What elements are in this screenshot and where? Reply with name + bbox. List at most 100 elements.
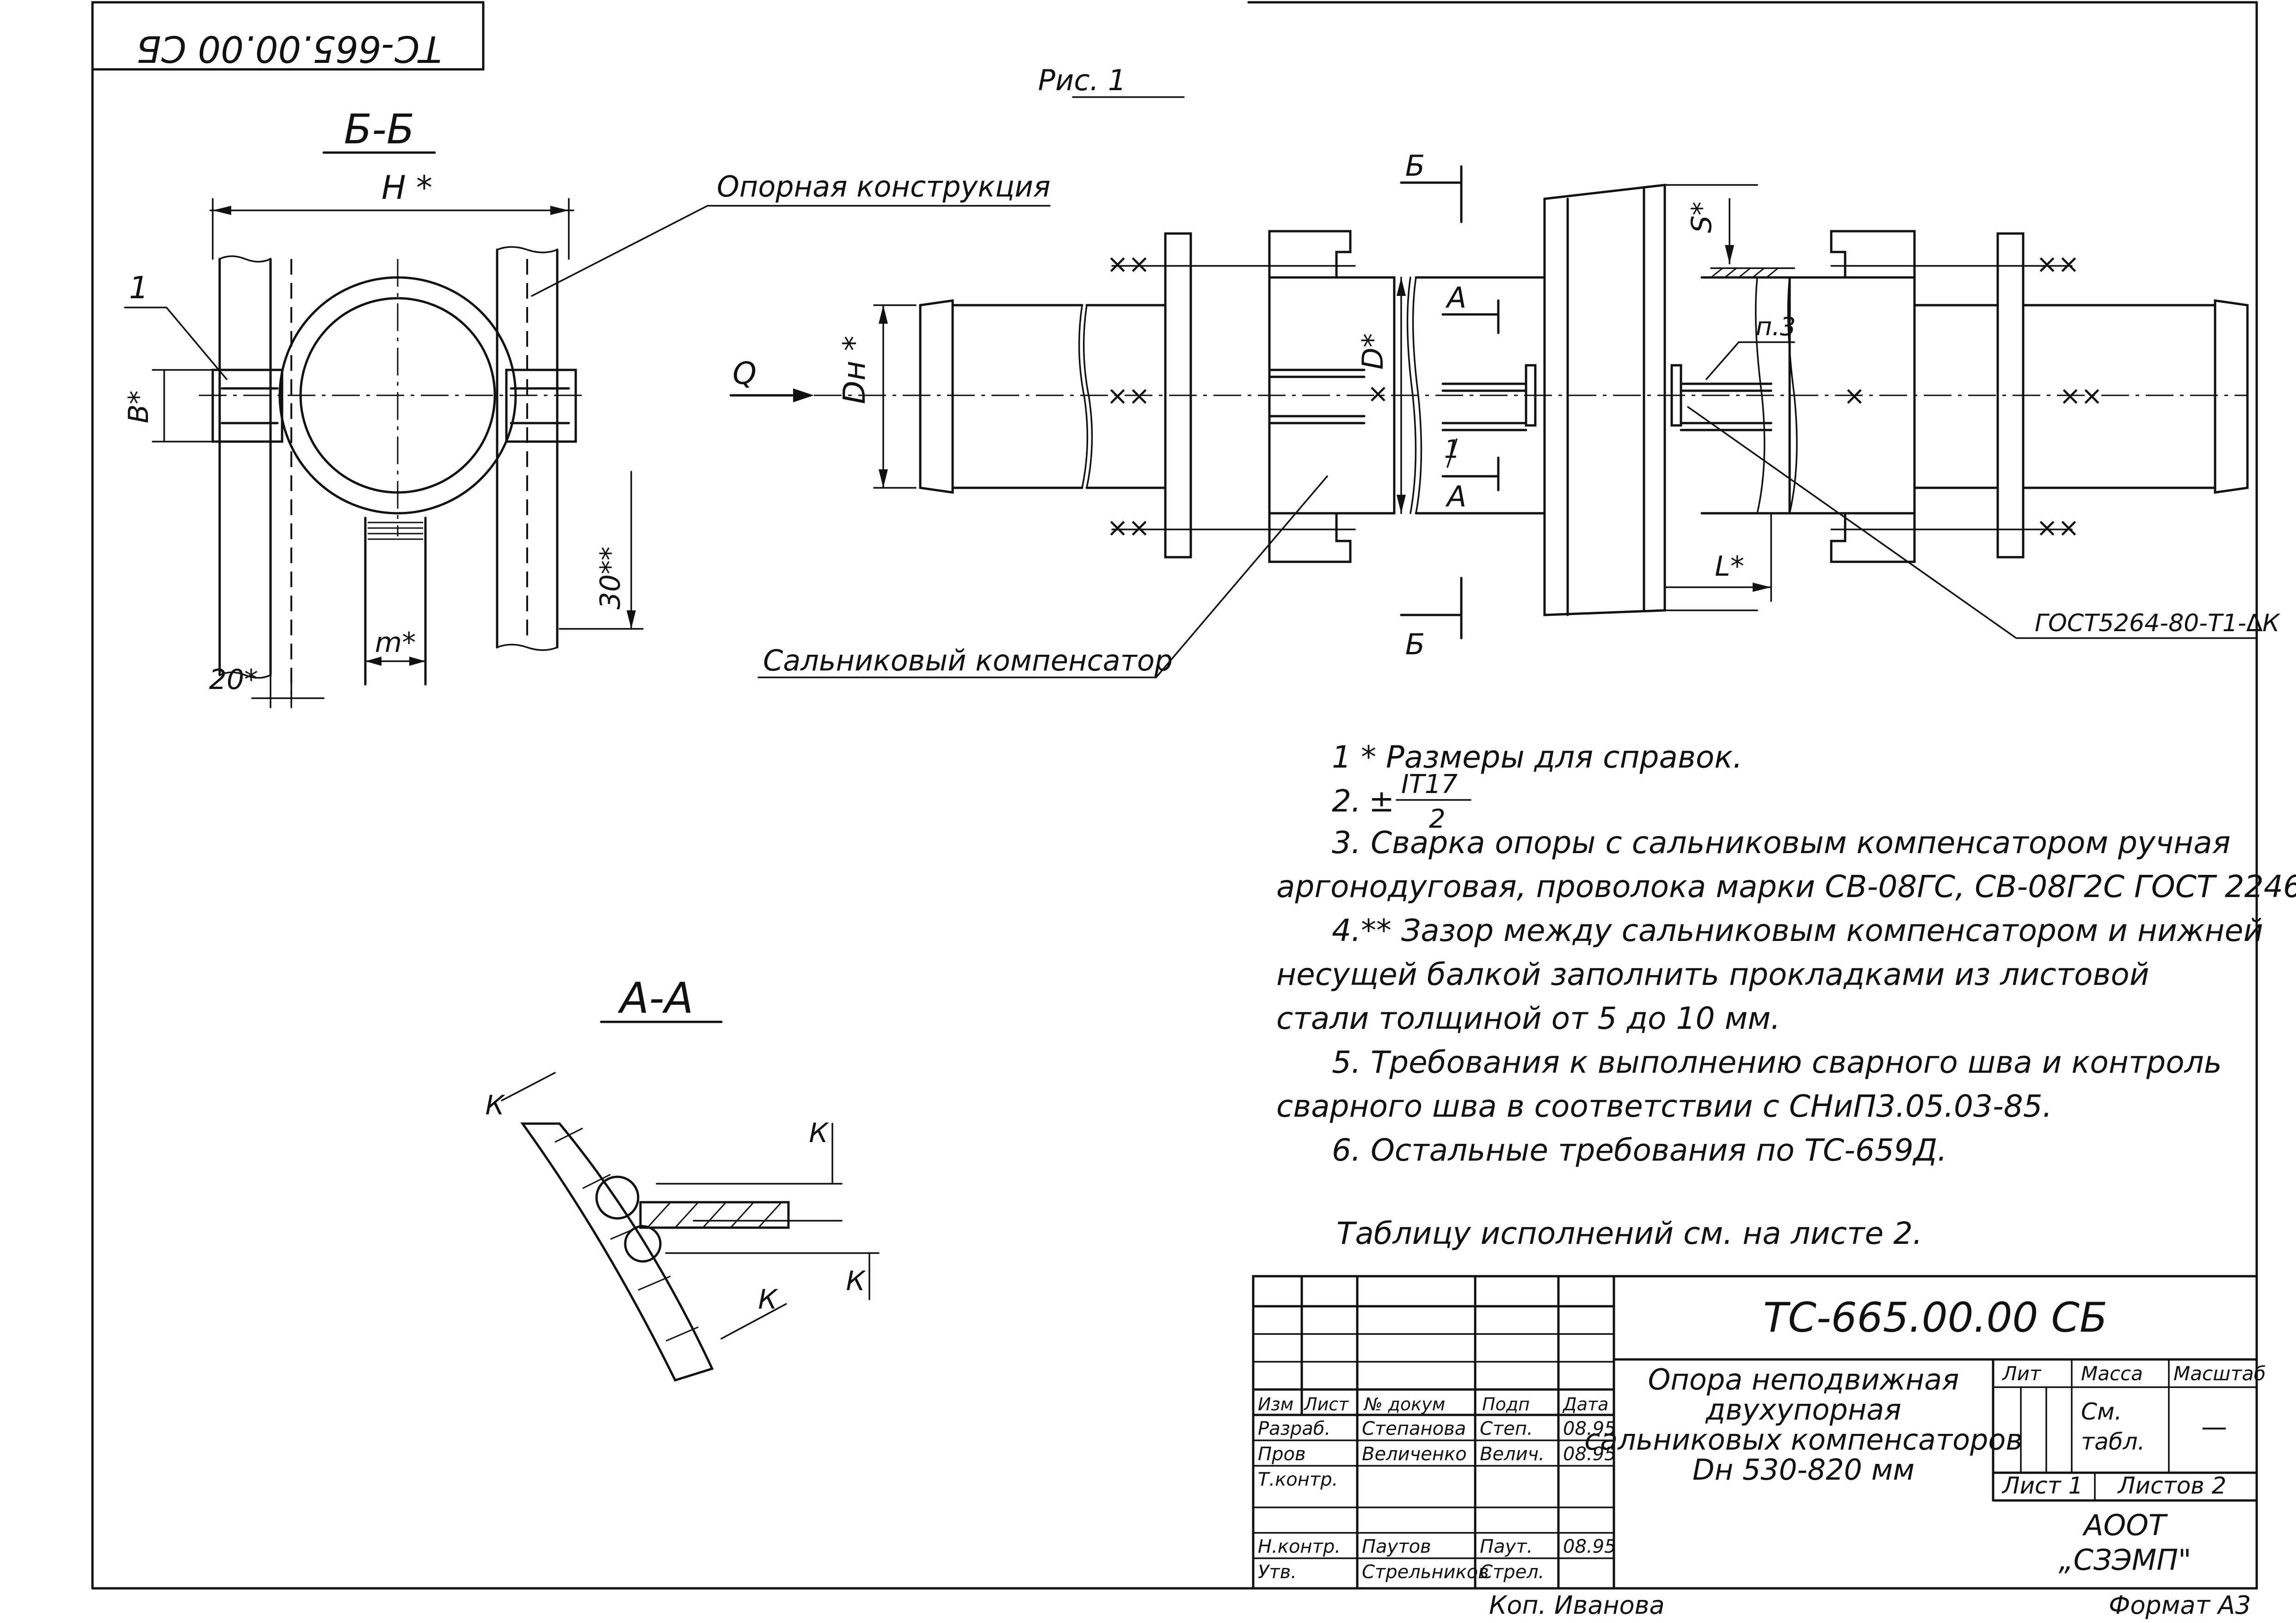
note-5a: 5. Требования к выполнению сварного шва … [1332,1045,2222,1080]
tb-r0-date: 08.95 [1563,1418,1616,1439]
tb-scale: Масштаб [2173,1362,2266,1385]
mirrored-code: ТС-665.00.00 СБ [136,28,442,69]
right-stop-plate [1670,364,1682,427]
tb-title-1: Опора неподвижная [1648,1363,1959,1396]
dim-h-arrow-l [213,206,231,215]
central-ring [1543,184,1666,616]
tb-org-2: „СЗЭМП" [2058,1543,2191,1577]
pos-1-leader [124,307,228,380]
tb-title: Опора неподвижная двухупорная сальниковы… [1584,1363,2023,1487]
tb-r1-name: Величенко [1362,1444,1467,1465]
tb-h-doc: № докум [1363,1394,1445,1414]
left-flange [1164,232,1192,559]
tb-sheets: Листов 2 [2117,1472,2226,1499]
left-stop-plate [1525,364,1537,427]
tb-r1-date: 08.95 [1563,1444,1616,1465]
tb-r0-sign: Степ. [1480,1418,1533,1439]
aa-k-1: К [485,1089,505,1121]
note-2-prefix: 2. [1332,783,1361,819]
tb-h-sign: Подп [1482,1394,1530,1414]
note-2-numerator: IT17 [1401,769,1458,799]
support-structure-label: Опорная конструкция [717,170,1051,203]
weld-symbol: ГОСТ5264-80-Т1-∆К [2035,609,2280,637]
note-4a: 4.** Зазор между сальниковым компенсатор… [1332,913,2263,948]
figure-label: Рис. 1 [1038,63,1126,97]
bolt-mark: ×× [2059,381,2103,411]
dim-l-label: L* [1715,550,1744,583]
note-5b: сварного шва в соответствии с СНиП3.05.0… [1276,1088,2052,1124]
aa-pipe-hatch [554,1127,699,1342]
right-pipe-end [2214,299,2249,494]
note-4c: стали толщиной от 5 до 10 мм. [1276,1001,1780,1036]
tb-title-4: Dн 530-820 мм [1693,1453,1914,1487]
left-beam-break [219,255,271,263]
aa-pipe-wall [520,1122,714,1382]
item-ref-label: п.3 [1756,312,1796,341]
section-aa-title: А-А [617,973,693,1023]
tb-title-2: двухупорная [1705,1393,1901,1426]
notes-block: 1 * Размеры для справок. 2. ± IT17 2 3. … [1276,739,2296,1251]
left-flange-bolts: ×× ×× ×× [1107,249,1150,543]
tb-h-list: Лист [1303,1394,1349,1414]
compensator-body [1268,276,1396,515]
dim-s-label: S* [1686,202,1718,233]
dim-d-label: D* [1356,333,1390,370]
cut-a-top: А [1445,281,1466,314]
bolt-mark: ×× [1107,249,1150,279]
pos-1-main: 1 [1444,435,1460,464]
tb-r5-sign: Стрел. [1480,1562,1545,1583]
dim-m-label: m* [375,627,416,659]
bottom-shim-hatch [368,522,423,540]
dim-h-label: Н * [382,169,432,207]
dim-b-label: В* [123,390,155,423]
aa-k-3: К [846,1265,866,1297]
tb-lit: Лит [2001,1362,2042,1385]
weld-leader [1687,406,2258,639]
shim-hatch-top [1711,267,1779,278]
gland-compensator-label: Сальниковый компенсатор [763,644,1173,677]
dim-30-label: 30** [594,547,627,609]
dim-h-arrow-r [550,206,569,215]
bolt-mark: × [1367,379,1389,409]
right-flange-bolts: ×× ×× ×× [2036,249,2103,543]
tb-r1-sign: Велич. [1480,1444,1545,1465]
tb-r0-name: Степанова [1362,1418,1466,1439]
tb-r4-date: 08.95 [1563,1536,1616,1557]
note-3a: 3. Сварка опоры с сальниковым компенсато… [1332,825,2230,861]
tb-mass: Масса [2081,1362,2143,1385]
note-6: 6. Остальные требования по ТС-659Д. [1332,1132,1947,1168]
tb-right-labels: Лит Масса Масштаб См. табл. — Лист 1 Лис… [2001,1362,2266,1499]
left-lug [211,369,283,443]
tb-header: Изм Лист № докум Подп Дата [1258,1394,1608,1414]
cut-b-bottom: Б [1405,627,1425,661]
compensator-top-flange [1268,230,1352,279]
flow-label: Q [733,356,757,391]
tb-sheet: Лист 1 [2001,1472,2083,1499]
bolt-mark: ×× [2036,513,2080,543]
right-beam-break-b [496,644,558,651]
copied-by: Коп. Иванова [1489,1591,1665,1620]
note-2-denominator: 2 [1429,804,1446,834]
tb-r0-role: Разраб. [1258,1418,1330,1439]
tb-rows: Разраб. Степанова Степ. 08.95 Пров Велич… [1258,1418,1616,1583]
left-pipe-end [919,299,954,494]
bolt-mark: ×× [1107,513,1150,543]
support-structure-leader [531,205,1051,297]
aa-weld-top [595,1175,640,1220]
right-beam-break [496,246,558,253]
tb-h-izm: Изм [1258,1394,1293,1414]
tb-r4-role: Н.контр. [1258,1536,1341,1557]
bolt-mark: ×× [1107,381,1150,411]
note-4b: несущей балкой заполнить прокладками из … [1276,957,2149,992]
cut-b-top: Б [1405,149,1425,183]
tb-mass-2: табл. [2081,1428,2145,1455]
aa-k-2: К [809,1117,829,1149]
tb-title-3: сальниковых компенсаторов [1584,1423,2023,1457]
right-lug [505,369,577,443]
dim-dn-label: Dн * [837,336,872,404]
tb-r1-role: Пров [1258,1444,1306,1465]
tb-r5-role: Утв. [1258,1562,1297,1583]
pos-1-label: 1 [129,270,148,306]
